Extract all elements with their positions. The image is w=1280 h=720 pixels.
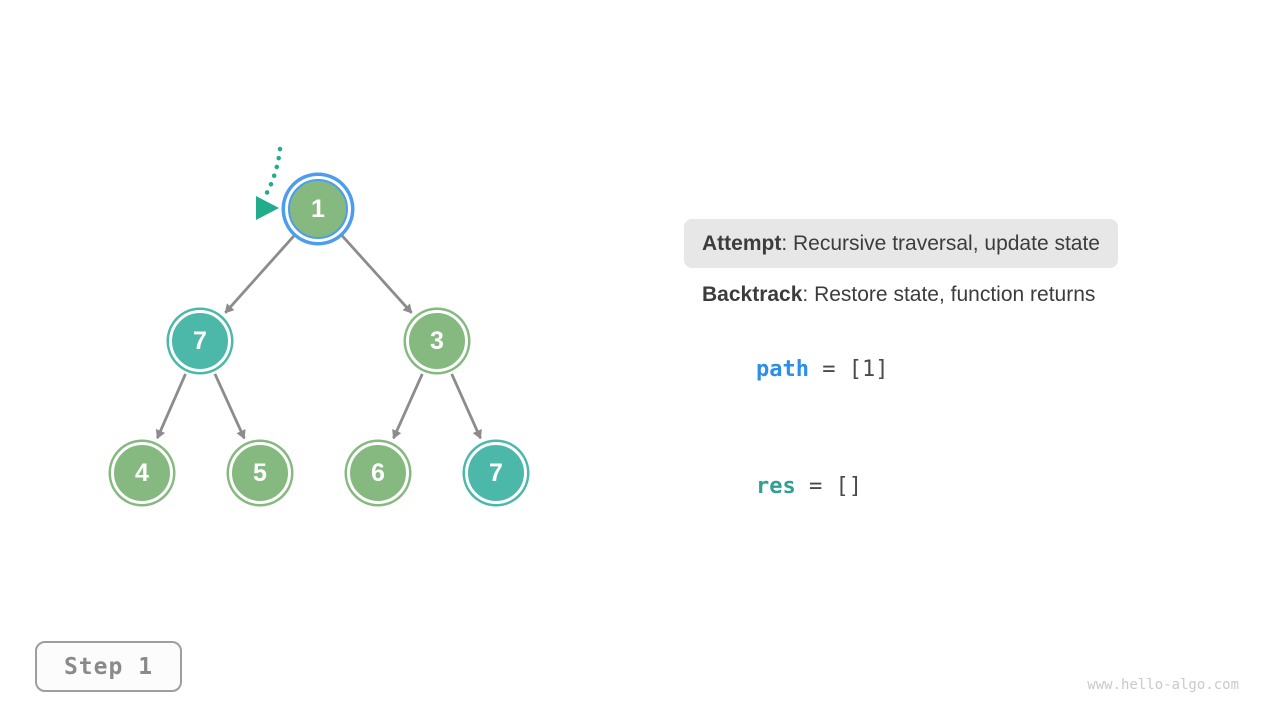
tree-node-5: 5 [229, 442, 291, 504]
attempt-label: Attempt [702, 231, 782, 255]
pointer-arrowhead-icon [256, 196, 279, 220]
backtrack-text: : Restore state, function returns [802, 283, 1096, 306]
res-variable: res [755, 474, 796, 499]
attempt-text: : Recursive traversal, update state [781, 231, 1100, 255]
tree-edge [341, 234, 413, 314]
backtrack-note: Backtrack: Restore state, function retur… [702, 281, 1095, 309]
tree-node-3: 3 [406, 310, 468, 372]
tree-node-4: 4 [111, 442, 173, 504]
tree-edge [450, 373, 482, 440]
tree-edge [213, 373, 246, 440]
tree-edge [155, 373, 187, 440]
edge-group [155, 234, 482, 440]
pointer-arrow [256, 146, 283, 220]
tree-node-7: 7 [169, 310, 231, 372]
tree-node-6: 6 [347, 442, 409, 504]
path-value: = [1] [808, 357, 889, 382]
tree-node-1: 1 [288, 179, 348, 239]
pointer-dotted-path-icon [261, 146, 283, 201]
res-value: = [] [795, 474, 862, 499]
path-variable: path [755, 357, 809, 382]
backtrack-label: Backtrack [702, 283, 803, 306]
watermark: www.hello-algo.com [1087, 677, 1239, 693]
path-state-line: path = [1] [703, 332, 888, 407]
attempt-note: Attempt: Recursive traversal, update sta… [684, 219, 1118, 268]
step-badge: Step 1 [35, 641, 182, 692]
res-state-line: res = [] [703, 449, 862, 524]
tree-edge [224, 234, 296, 314]
tree-edge [392, 373, 424, 440]
tree-node-7: 7 [465, 442, 527, 504]
